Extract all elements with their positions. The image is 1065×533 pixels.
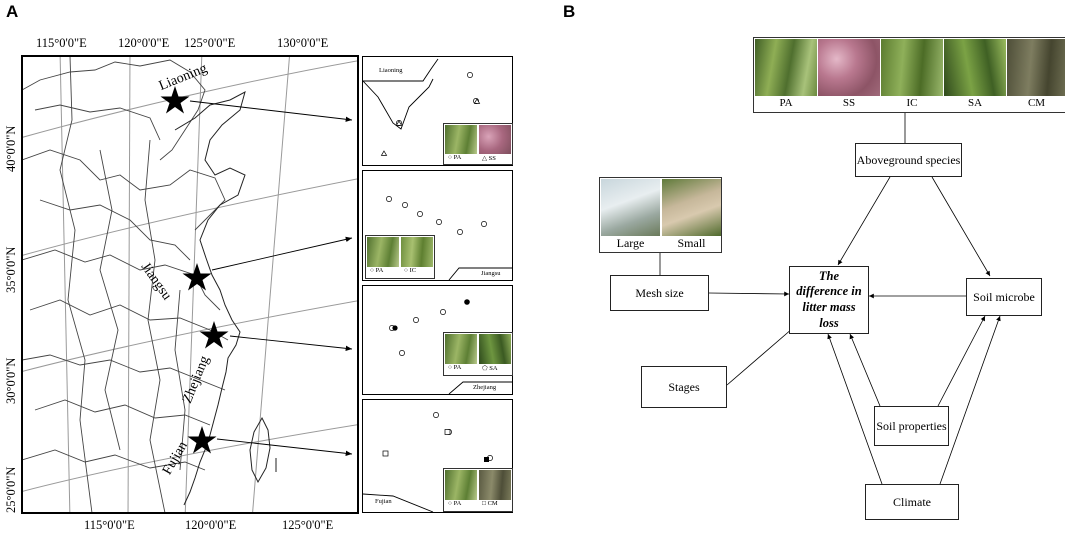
soil-microbe-box: Soil microbe xyxy=(966,278,1042,316)
inset-name: Zhejiang xyxy=(473,384,497,391)
inset-photos: ○ PA □ CM xyxy=(443,468,513,512)
mesh-photo-strip: Large Small xyxy=(599,177,722,253)
inset-liaoning: Liaoning ○ PA △ SS xyxy=(362,56,513,166)
panel-b-letter: B xyxy=(563,2,576,21)
photo-caption: PA xyxy=(779,97,793,109)
photo-caption: SA xyxy=(967,97,983,109)
photo-pa xyxy=(445,470,477,500)
legend-pentagon-label: ⬠ SA xyxy=(482,365,498,372)
legend-circle-label: ○ PA xyxy=(448,500,462,507)
top-tick-label: 125°0'0"E xyxy=(184,36,236,50)
star-icon xyxy=(182,263,212,291)
site-stars xyxy=(160,86,229,454)
graticule xyxy=(22,56,358,513)
photo-pa xyxy=(367,237,399,267)
legend-triangle-label: △ SS xyxy=(482,155,496,162)
photo-caption: Small xyxy=(677,236,706,250)
photo-pa xyxy=(445,125,477,154)
litter-mass-loss-box: The difference in litter mass loss xyxy=(789,266,869,334)
photo-large-mesh xyxy=(601,179,660,236)
star-icon xyxy=(160,86,190,114)
coastline xyxy=(174,91,277,506)
photo-ss xyxy=(479,125,511,154)
star-icon xyxy=(187,426,217,454)
legend-circle-label: ○ PA xyxy=(448,154,462,161)
aboveground-species-box: Aboveground species xyxy=(855,143,962,177)
province-boundaries xyxy=(22,56,229,513)
top-tick-label: 120°0'0"E xyxy=(118,36,170,50)
photo-ic xyxy=(881,39,943,96)
inset-name: Jiangsu xyxy=(481,270,501,277)
photo-pa xyxy=(445,334,477,364)
soil-properties-box: Soil properties xyxy=(874,406,949,446)
inset-name: Liaoning xyxy=(379,67,403,74)
photo-ic xyxy=(401,237,433,267)
legend-circle-label: ○ PA xyxy=(448,364,462,371)
inset-name: Fujian xyxy=(375,498,392,505)
inset-fujian: Fujian ○ PA □ CM xyxy=(362,399,513,513)
top-tick-label: 115°0'0"E xyxy=(36,36,87,50)
mesh-size-box: Mesh size xyxy=(610,275,709,311)
inset-photos: ○ PA △ SS xyxy=(443,123,513,165)
top-tick-label: 130°0'0"E xyxy=(277,36,329,50)
climate-box: Climate xyxy=(865,484,959,520)
bottom-tick-label: 115°0'0"E xyxy=(84,518,135,532)
photo-cm xyxy=(479,470,511,500)
photo-caption: CM xyxy=(1027,97,1046,109)
china-map xyxy=(21,55,359,514)
photo-cm xyxy=(1007,39,1065,96)
inset-zhejiang: Zhejiang ○ PA ⬠ SA xyxy=(362,285,513,395)
inset-arrows xyxy=(189,100,353,456)
species-photo-strip: PA SS IC SA CM xyxy=(753,37,1065,113)
photo-sa xyxy=(479,334,511,364)
stages-box: Stages xyxy=(641,366,727,408)
legend-circle-label: ○ PA xyxy=(370,267,384,274)
photo-caption: SS xyxy=(842,97,856,109)
legend-square-label: □ CM xyxy=(482,500,498,507)
bottom-tick-label: 125°0'0"E xyxy=(282,518,334,532)
inset-jiangsu: Jiangsu ○ PA ○ IC xyxy=(362,170,513,281)
legend-circle-label: ○ IC xyxy=(404,267,417,274)
photo-small-mesh xyxy=(662,179,721,236)
inset-photos: ○ PA ○ IC xyxy=(365,235,435,279)
panel-a-letter: A xyxy=(6,2,19,21)
photo-pa xyxy=(755,39,817,96)
photo-caption: Large xyxy=(616,236,645,250)
photo-sa xyxy=(944,39,1006,96)
inset-photos: ○ PA ⬠ SA xyxy=(443,332,513,376)
photo-ss xyxy=(818,39,880,96)
bottom-tick-label: 120°0'0"E xyxy=(185,518,237,532)
star-icon xyxy=(199,321,229,349)
photo-caption: IC xyxy=(906,97,918,109)
